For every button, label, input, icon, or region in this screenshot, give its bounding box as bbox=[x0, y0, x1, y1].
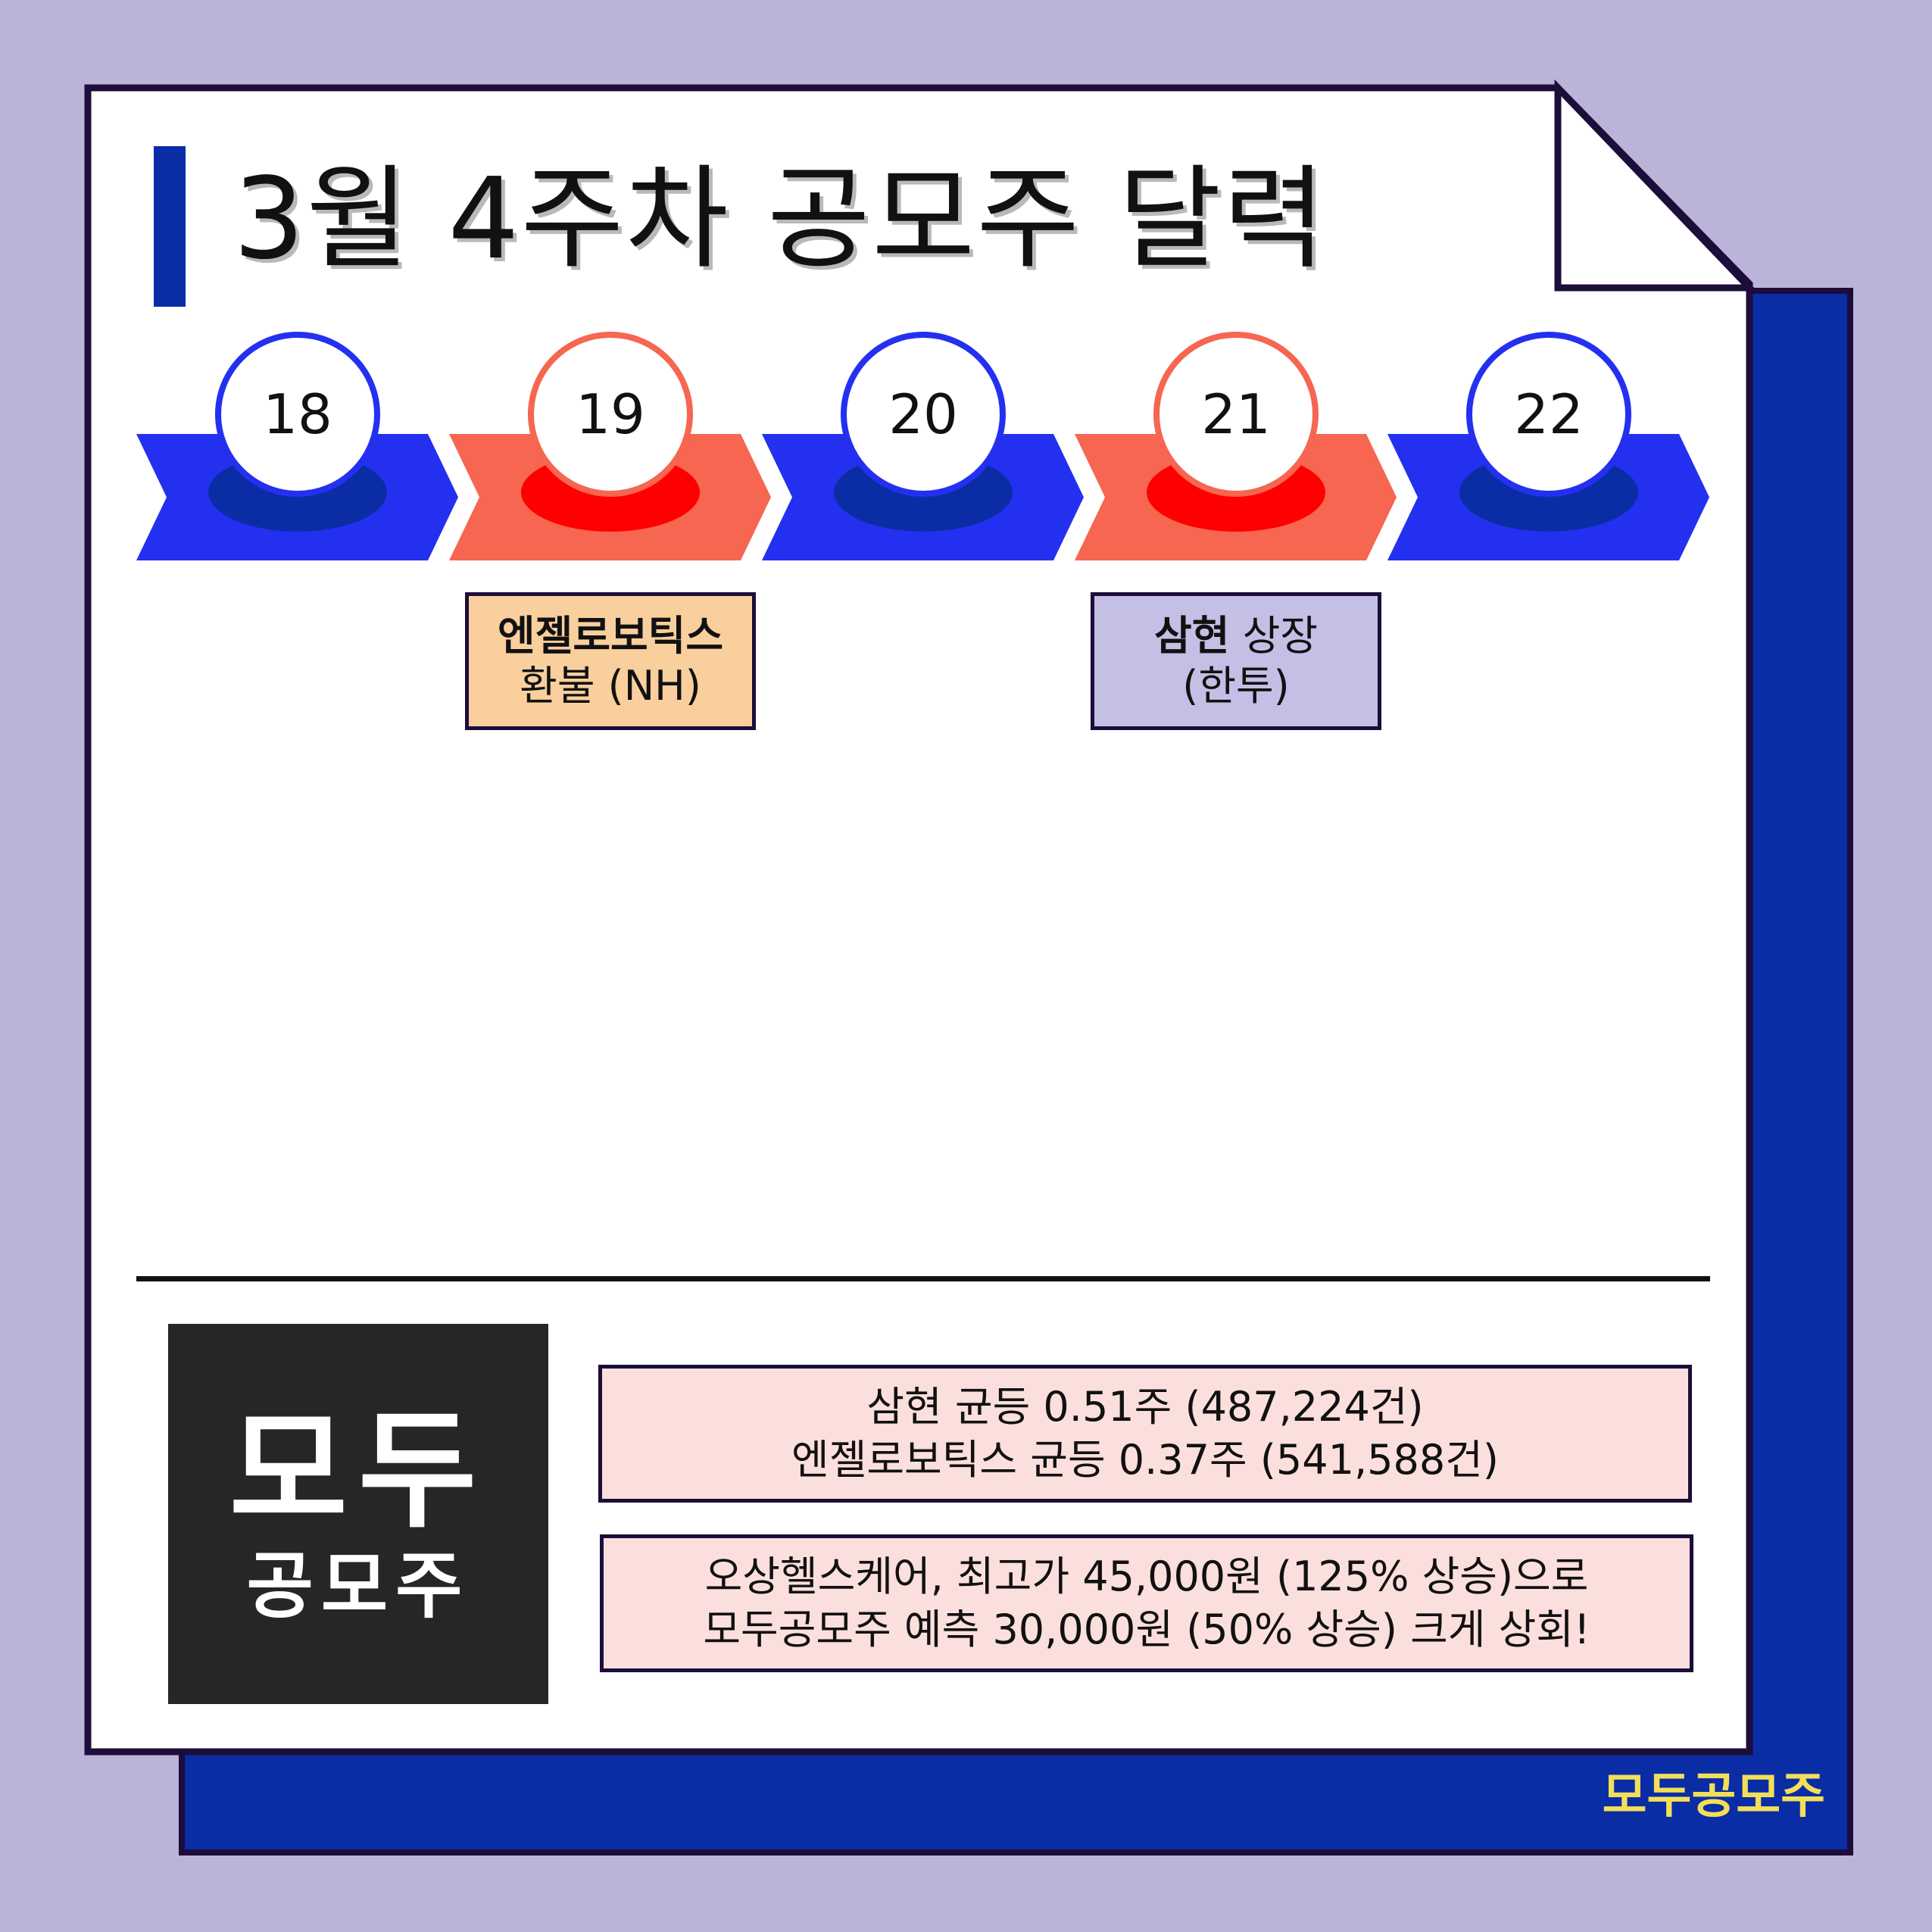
event-21-company: 삼현 bbox=[1154, 612, 1230, 660]
info-line: 모두공모주 예측 30,000원 (50% 상승) 크게 상회! bbox=[703, 1606, 1590, 1653]
page-title: 3월 4주차 공모주 달력 bbox=[233, 154, 1328, 284]
event-21-title: 삼현 상장 bbox=[1094, 611, 1378, 661]
day-number-22: 22 bbox=[1514, 382, 1584, 446]
info-box-listing: 오상헬스케어, 최고가 45,000원 (125% 상승)으로 모두공모주 예측… bbox=[600, 1534, 1693, 1672]
event-21-detail: (한투) bbox=[1182, 662, 1290, 710]
title-accent-bar bbox=[154, 146, 186, 307]
event-19-detail: 환불 (NH) bbox=[520, 662, 701, 710]
info-line: 오상헬스케어, 최고가 45,000원 (125% 상승)으로 bbox=[704, 1553, 1589, 1600]
day-circle-21 bbox=[1153, 332, 1319, 497]
day-circle-22 bbox=[1466, 332, 1631, 497]
day-number-19: 19 bbox=[576, 382, 645, 446]
event-21-action: 상장 bbox=[1229, 612, 1318, 660]
brand-watermark: 모두공모주 bbox=[1602, 1768, 1825, 1824]
day-circle-19 bbox=[528, 332, 693, 497]
event-19: 엔젤로보틱스 환불 (NH) bbox=[465, 592, 756, 730]
event-21: 삼현 상장 (한투) bbox=[1091, 592, 1381, 730]
brand-logo: 모두 공모주 bbox=[168, 1324, 548, 1704]
info-box-allocation: 삼현 균등 0.51주 (487,224건) 엔젤로보틱스 균등 0.37주 (… bbox=[598, 1365, 1692, 1503]
day-number-20: 20 bbox=[888, 382, 958, 446]
day-number-21: 21 bbox=[1201, 382, 1271, 446]
event-19-title: 엔젤로보틱스 bbox=[497, 612, 724, 660]
logo-text-big: 모두 bbox=[229, 1397, 488, 1547]
day-circle-20 bbox=[841, 332, 1006, 497]
day-number-18: 18 bbox=[263, 382, 332, 446]
info-line: 엔젤로보틱스 균등 0.37주 (541,588건) bbox=[791, 1436, 1499, 1484]
section-divider bbox=[136, 1276, 1710, 1281]
folded-corner bbox=[1554, 79, 1758, 292]
logo-text-small: 공모주 bbox=[246, 1543, 470, 1628]
info-line: 삼현 균등 0.51주 (487,224건) bbox=[866, 1383, 1424, 1431]
day-circle-18 bbox=[215, 332, 380, 497]
